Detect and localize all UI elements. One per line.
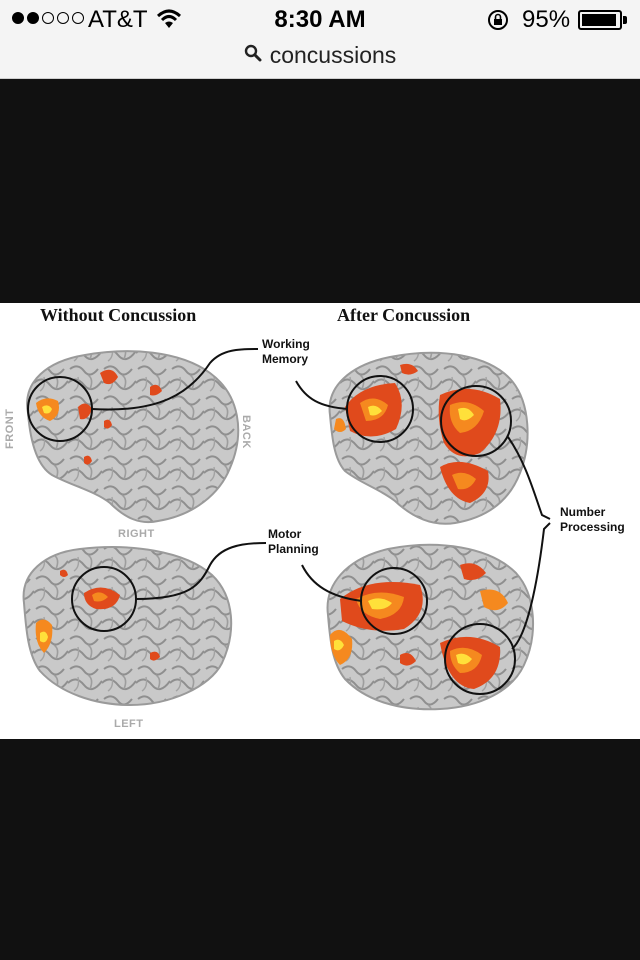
rotation-lock-icon [486,8,510,37]
left-heading: Without Concussion [40,305,197,325]
connector-line [511,522,551,650]
brain-top-right [328,351,529,525]
connector-line [301,564,363,602]
brain-bottom-left [22,546,233,707]
left-label: LEFT [114,718,144,730]
address-bar[interactable]: concussions [0,40,640,70]
battery-nub [623,16,627,24]
connector-line [91,348,259,411]
working-memory-label: Working Memory [262,337,310,367]
motor-planning-label: Motor Planning [268,527,319,557]
brain-scan-illustration [22,348,551,711]
wifi-icon [156,8,182,35]
connector-line [135,542,267,600]
signal-dot [72,12,84,24]
signal-dot [57,12,69,24]
battery-percent: 95% [522,6,571,33]
carrier-name: AT&T [88,6,148,33]
concussion-brain-figure: Without Concussion After Concussion Work… [0,303,640,739]
battery-icon [578,10,622,30]
search-icon [244,44,262,67]
callout-line: Number [560,505,606,519]
signal-strength-indicator [12,12,84,24]
callout-line: Planning [268,542,319,556]
right-heading: After Concussion [337,305,471,325]
number-processing-label: Number Processing [560,505,625,535]
highlight-circle [444,623,516,695]
brain-bottom-right [326,543,534,711]
right-label: RIGHT [118,528,155,540]
search-query: concussions [269,41,397,68]
brain-top-left [26,350,240,523]
back-label: BACK [240,415,252,449]
callout-line: Memory [262,352,309,366]
signal-dot [42,12,54,24]
callout-line: Processing [560,520,625,534]
connector-line [295,380,349,410]
signal-dot [12,12,24,24]
front-label: FRONT [4,408,16,449]
status-bar: AT&T 8:30 AM 95% concussions [0,0,640,79]
connector-line [507,436,551,520]
battery-fill [582,14,617,26]
callout-line: Motor [268,527,302,541]
callout-line: Working [262,337,310,351]
highlight-circle [440,385,512,457]
signal-dot [27,12,39,24]
